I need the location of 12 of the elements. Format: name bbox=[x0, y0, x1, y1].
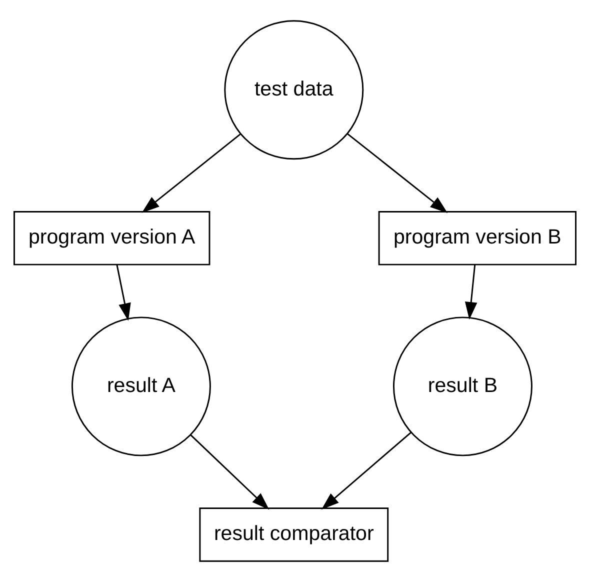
arrow bbox=[116, 264, 131, 321]
node-circle: result A bbox=[71, 316, 211, 456]
arrow bbox=[142, 134, 241, 213]
arrow bbox=[321, 432, 412, 510]
node-box: program version A bbox=[14, 210, 210, 266]
node-circle: result B bbox=[393, 316, 532, 456]
node-box: result comparator bbox=[199, 508, 389, 562]
arrow bbox=[190, 434, 270, 510]
node-box: program version B bbox=[378, 210, 576, 266]
arrow bbox=[464, 264, 478, 320]
arrow bbox=[347, 133, 448, 214]
node-circle: test data bbox=[224, 20, 364, 160]
